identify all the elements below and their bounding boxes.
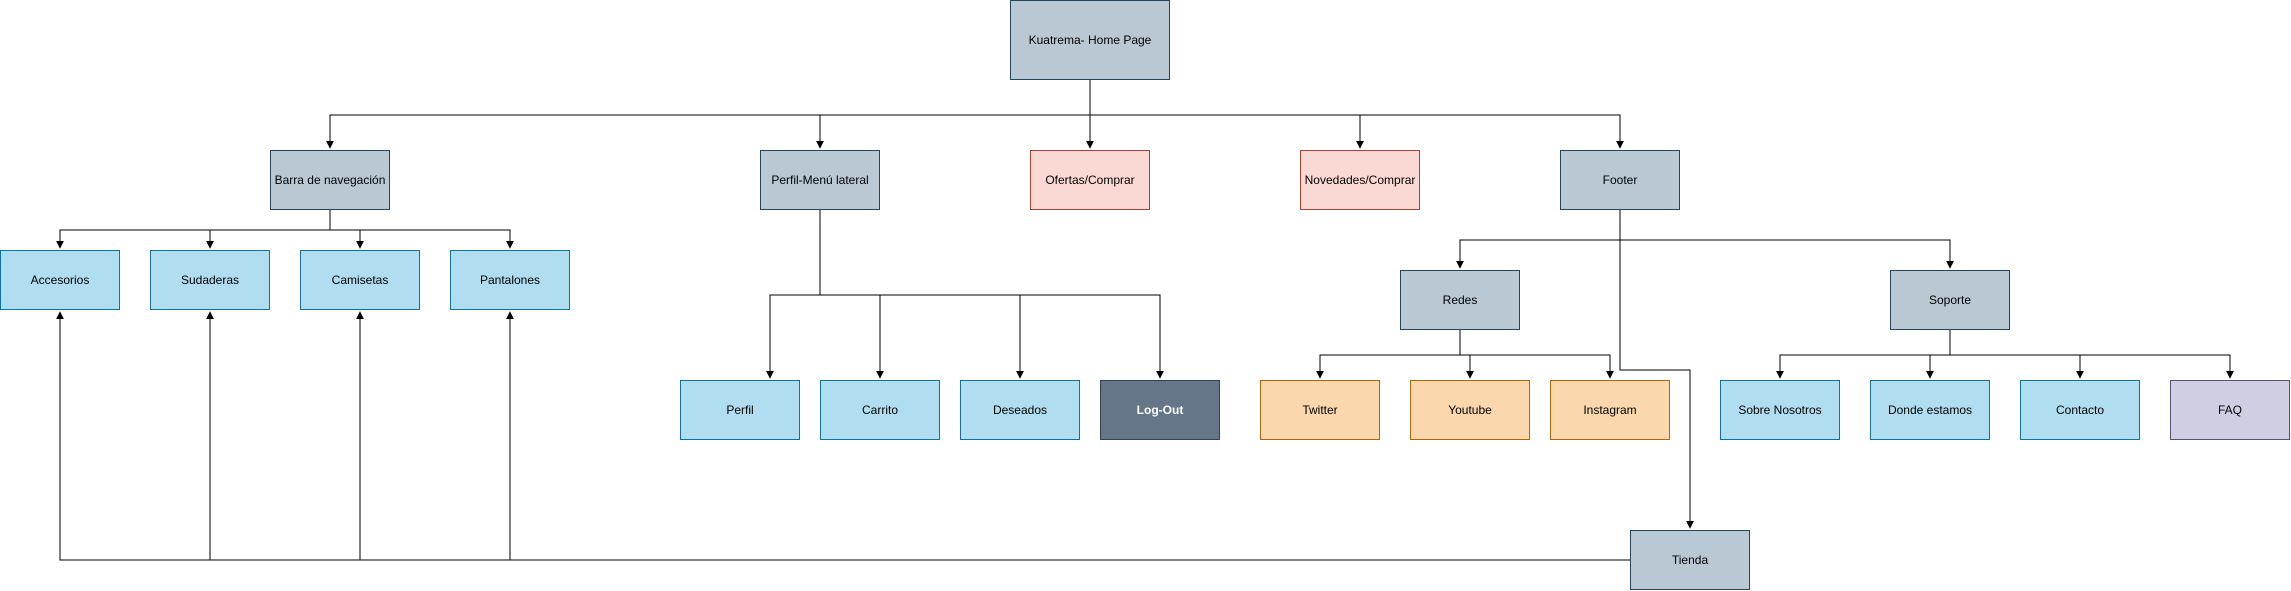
node-label-redes: Redes bbox=[1443, 293, 1478, 307]
node-label-sudaderas: Sudaderas bbox=[181, 273, 239, 287]
node-label-youtube: Youtube bbox=[1448, 403, 1492, 417]
node-instagram: Instagram bbox=[1550, 380, 1670, 440]
node-box-footer bbox=[1560, 150, 1680, 210]
edge-home-perfil-menu bbox=[816, 80, 1091, 149]
node-label-camisetas: Camisetas bbox=[332, 273, 389, 287]
edge-redes-youtube bbox=[1459, 330, 1474, 379]
node-label-accesorios: Accesorios bbox=[31, 273, 90, 287]
node-tienda: Tienda bbox=[1630, 530, 1750, 590]
node-label-perfil-menu: Perfil-Menú lateral bbox=[771, 173, 868, 187]
node-twitter: Twitter bbox=[1260, 380, 1380, 440]
node-label-novedades: Novedades/Comprar bbox=[1305, 173, 1416, 187]
node-deseados: Deseados bbox=[960, 380, 1080, 440]
node-barra: Barra de navegación bbox=[270, 150, 390, 210]
node-sudaderas: Sudaderas bbox=[150, 250, 270, 310]
node-label-home: Kuatrema- Home Page bbox=[1029, 33, 1152, 47]
edge-footer-redes bbox=[1456, 210, 1621, 269]
node-youtube: Youtube bbox=[1410, 380, 1530, 440]
node-label-barra: Barra de navegación bbox=[275, 173, 386, 187]
node-box-home bbox=[1010, 0, 1170, 80]
edge-barra-camisetas bbox=[329, 210, 364, 249]
node-label-ofertas: Ofertas/Comprar bbox=[1045, 173, 1134, 187]
node-camisetas: Camisetas bbox=[300, 250, 420, 310]
node-label-perfil: Perfil bbox=[726, 403, 753, 417]
edge-home-footer bbox=[1089, 80, 1624, 149]
node-box-youtube bbox=[1410, 380, 1530, 440]
node-label-pantalones: Pantalones bbox=[480, 273, 540, 287]
edge-home-barra bbox=[326, 80, 1091, 149]
edge-footer-soporte bbox=[1619, 210, 1954, 269]
node-box-carrito bbox=[820, 380, 940, 440]
node-accesorios: Accesorios bbox=[0, 250, 120, 310]
node-soporte: Soporte bbox=[1890, 270, 2010, 330]
node-perfil-menu: Perfil-Menú lateral bbox=[760, 150, 880, 210]
node-home: Kuatrema- Home Page bbox=[1010, 0, 1170, 80]
node-label-logout: Log-Out bbox=[1137, 403, 1184, 417]
node-label-carrito: Carrito bbox=[862, 403, 898, 417]
edge-soporte-donde bbox=[1926, 330, 1951, 379]
node-logout: Log-Out bbox=[1100, 380, 1220, 440]
node-box-twitter bbox=[1260, 380, 1380, 440]
node-box-perfil-menu bbox=[760, 150, 880, 210]
node-redes: Redes bbox=[1400, 270, 1520, 330]
node-faq: FAQ bbox=[2170, 380, 2290, 440]
connectors bbox=[56, 80, 2234, 561]
edge-barra-pantalones bbox=[329, 210, 514, 249]
node-sobre: Sobre Nosotros bbox=[1720, 380, 1840, 440]
node-box-faq bbox=[2170, 380, 2290, 440]
node-box-sudaderas bbox=[150, 250, 270, 310]
edge-menu-perfil bbox=[766, 210, 821, 379]
node-box-novedades bbox=[1300, 150, 1420, 210]
node-label-twitter: Twitter bbox=[1302, 403, 1337, 417]
node-box-instagram bbox=[1550, 380, 1670, 440]
node-box-logout bbox=[1100, 380, 1220, 440]
node-box-ofertas bbox=[1030, 150, 1150, 210]
edge-redes-instagram bbox=[1459, 330, 1614, 379]
node-box-sobre bbox=[1720, 380, 1840, 440]
edge-menu-deseados bbox=[819, 210, 1024, 379]
edge-soporte-sobre bbox=[1776, 330, 1951, 379]
edge-footer-tienda bbox=[1619, 210, 1694, 529]
edge-soporte-faq bbox=[1949, 330, 2234, 379]
node-box-donde bbox=[1870, 380, 1990, 440]
node-contacto: Contacto bbox=[2020, 380, 2140, 440]
edge-barra-accesorios bbox=[56, 210, 331, 249]
node-donde: Donde estamos bbox=[1870, 380, 1990, 440]
edge-tienda-accesorios bbox=[56, 311, 1630, 561]
node-pantalones: Pantalones bbox=[450, 250, 570, 310]
node-box-barra bbox=[270, 150, 390, 210]
edge-menu-carrito bbox=[819, 210, 884, 379]
node-label-deseados: Deseados bbox=[993, 403, 1047, 417]
node-ofertas: Ofertas/Comprar bbox=[1030, 150, 1150, 210]
node-novedades: Novedades/Comprar bbox=[1300, 150, 1420, 210]
node-box-soporte bbox=[1890, 270, 2010, 330]
edge-redes-twitter bbox=[1316, 330, 1461, 379]
node-footer: Footer bbox=[1560, 150, 1680, 210]
edge-soporte-contacto bbox=[1949, 330, 2084, 379]
node-label-sobre: Sobre Nosotros bbox=[1738, 403, 1821, 417]
node-label-faq: FAQ bbox=[2218, 403, 2242, 417]
node-box-tienda bbox=[1630, 530, 1750, 590]
node-label-soporte: Soporte bbox=[1929, 293, 1971, 307]
node-label-donde: Donde estamos bbox=[1888, 403, 1972, 417]
node-carrito: Carrito bbox=[820, 380, 940, 440]
node-label-contacto: Contacto bbox=[2056, 403, 2104, 417]
node-box-accesorios bbox=[0, 250, 120, 310]
node-box-contacto bbox=[2020, 380, 2140, 440]
edge-home-novedades bbox=[1089, 80, 1364, 149]
node-box-perfil bbox=[680, 380, 800, 440]
node-box-camisetas bbox=[300, 250, 420, 310]
node-perfil: Perfil bbox=[680, 380, 800, 440]
edge-menu-logout bbox=[819, 210, 1164, 379]
node-box-pantalones bbox=[450, 250, 570, 310]
node-label-instagram: Instagram bbox=[1583, 403, 1636, 417]
node-label-footer: Footer bbox=[1603, 173, 1638, 187]
node-box-deseados bbox=[960, 380, 1080, 440]
node-label-tienda: Tienda bbox=[1672, 553, 1709, 567]
node-box-redes bbox=[1400, 270, 1520, 330]
edge-barra-sudaderas bbox=[206, 210, 331, 249]
